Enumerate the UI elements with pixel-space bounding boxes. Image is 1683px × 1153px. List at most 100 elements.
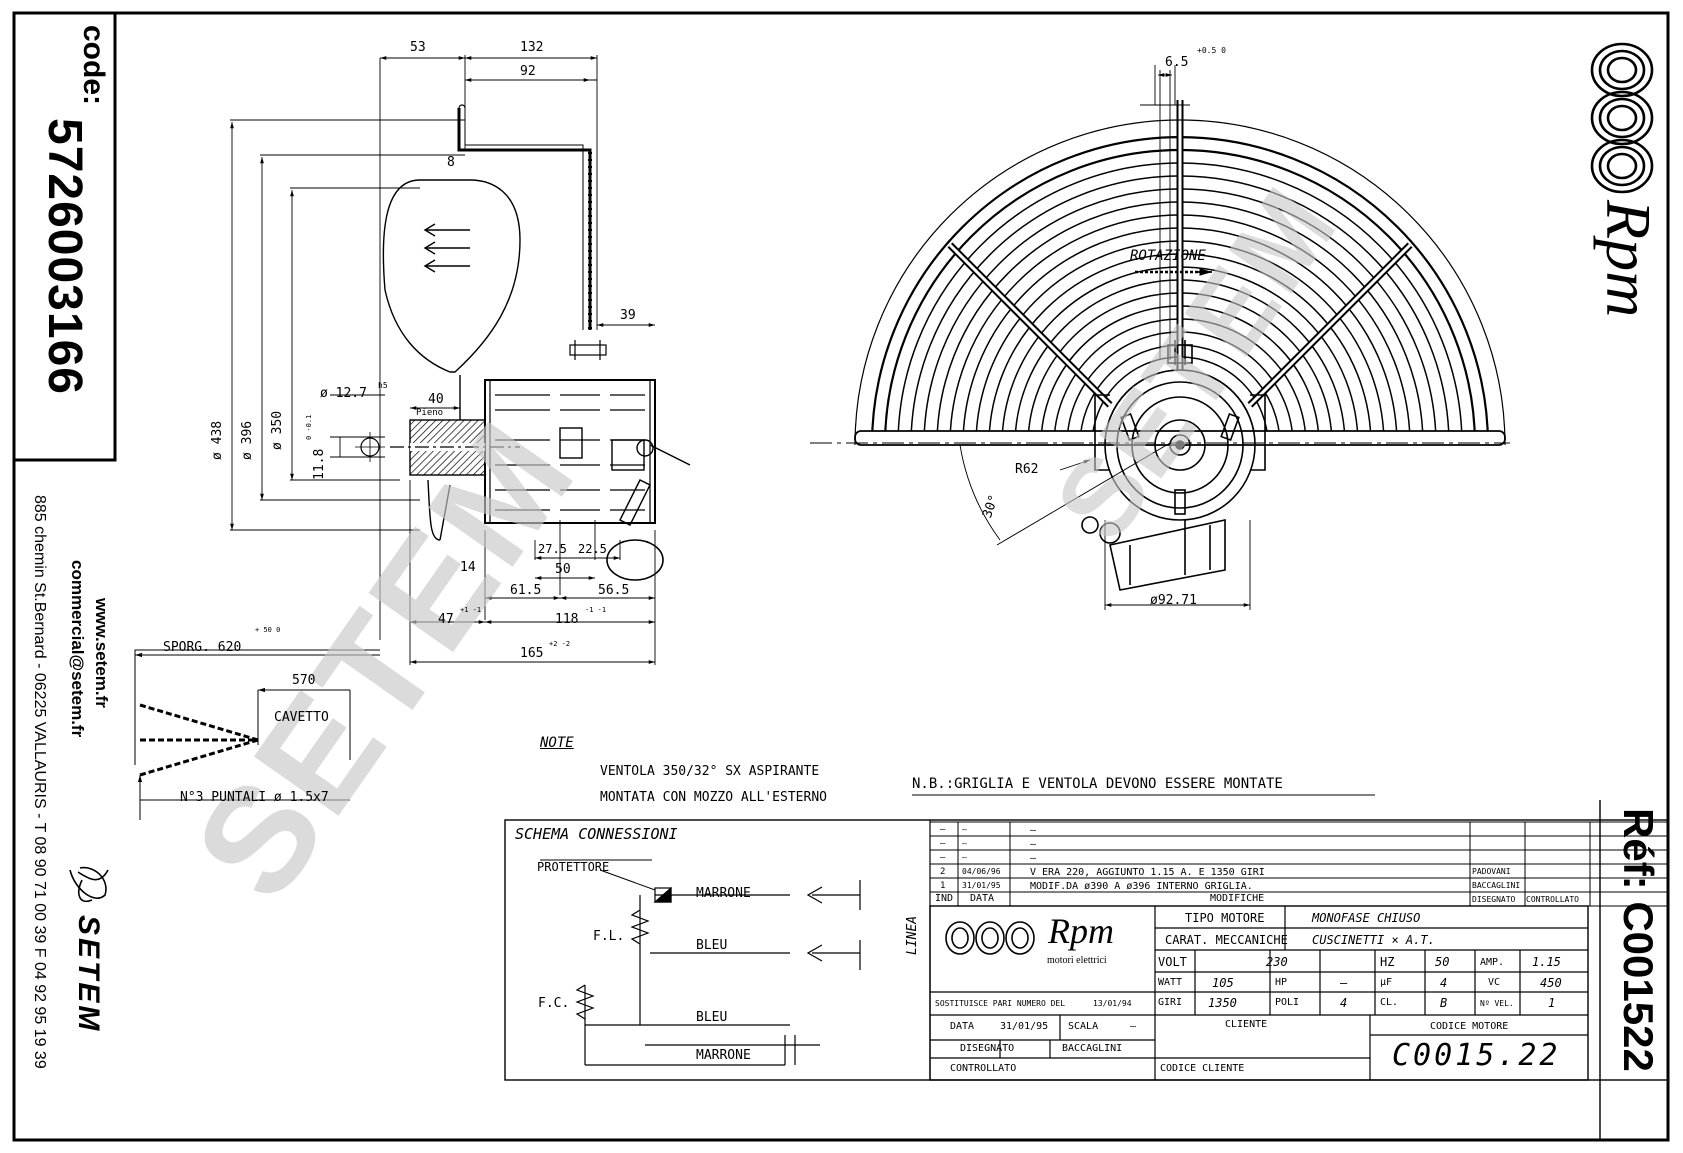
tb-carat-value: CUSCINETTI × A.T. <box>1312 933 1435 947</box>
titleblock-logo-subtitle: motori elettrici <box>1047 955 1107 966</box>
rev-header-controllato: CONTROLLATO <box>1526 895 1579 904</box>
rev-row-date: 31/01/95 <box>962 881 1001 890</box>
rev-header-ind: IND <box>935 893 954 904</box>
tb-nvel-label: Nº VEL. <box>1480 999 1514 1008</box>
setem-email: commercial@setem.fr <box>68 560 87 738</box>
schema-title: SCHEMA CONNESSIONI <box>515 825 678 843</box>
dim-22-5: 22.5 <box>578 542 607 556</box>
tb-sostituisce: SOSTITUISCE PARI NUMERO DEL <box>935 999 1066 1008</box>
cable-sporg: SPORG. 620 <box>163 640 242 655</box>
dim-shaft-diameter: ø 12.7 <box>320 386 367 401</box>
rev-row-ind: 1 <box>940 881 946 891</box>
tb-hp-value: – <box>1340 976 1348 990</box>
tb-volt-label: VOLT <box>1158 955 1187 969</box>
schema-linea: LINEA <box>905 915 920 955</box>
tb-hz-value: 50 <box>1435 955 1450 969</box>
tb-vc-label: VC <box>1488 977 1501 988</box>
cable-570: 570 <box>292 673 316 688</box>
dim-11-8: 11.8 <box>312 448 327 480</box>
tb-amp-value: 1.15 <box>1532 955 1561 969</box>
tb-uf-label: µF <box>1380 977 1393 988</box>
rev-row-date: – <box>962 825 967 834</box>
note-line-2: MONTATA CON MOZZO ALL'ESTERNO <box>600 790 827 805</box>
tb-disegnato-value: BACCAGLINI <box>1062 1043 1123 1054</box>
code-label: code: <box>77 25 110 106</box>
tb-vc-value: 450 <box>1540 976 1562 990</box>
tb-watt-label: WATT <box>1158 977 1183 988</box>
nb-note: N.B.:GRIGLIA E VENTOLA DEVONO ESSERE MON… <box>912 776 1283 792</box>
rev-row-date: – <box>962 853 967 862</box>
tb-hz-label: HZ <box>1380 955 1395 969</box>
tb-poli-value: 4 <box>1340 996 1348 1010</box>
tb-controllato-label: CONTROLLATO <box>950 1063 1017 1074</box>
dim-47-tolerance: +1 -1 <box>460 606 482 614</box>
tb-tipo-label: TIPO MOTORE <box>1185 911 1265 925</box>
dim-8: 8 <box>447 155 455 170</box>
schema-fl: F.L. <box>593 929 625 944</box>
dim-pieno: Pieno <box>416 408 444 418</box>
tb-motor-code: C0015.22 <box>1392 1038 1561 1073</box>
dim-11-8-tolerance: 0 -0.1 <box>305 414 313 440</box>
guard-spoke-inner <box>948 243 1112 407</box>
schema-bleu-2: BLEU <box>696 1010 728 1025</box>
dim-56-5: 56.5 <box>598 583 630 598</box>
rev-row-text: V ERA 220, AGGIUNTO 1.15 A. E 1350 GIRI <box>1030 867 1265 878</box>
dim-6-5: 6.5 <box>1165 55 1189 70</box>
tb-scala-label: SCALA <box>1068 1021 1099 1032</box>
tb-uf-value: 4 <box>1440 976 1448 990</box>
rev-row-text: – <box>1030 825 1037 836</box>
tb-data-value: 31/01/95 <box>1000 1021 1049 1032</box>
tb-scala-value: – <box>1130 1021 1137 1032</box>
tb-hp-label: HP <box>1275 977 1288 988</box>
cable-cavetto: CAVETTO <box>274 710 329 725</box>
tb-codice-cliente-label: CODICE CLIENTE <box>1160 1063 1245 1074</box>
dim-6-5-tolerance: +0.5 0 <box>1197 46 1226 55</box>
note-title: NOTE <box>540 735 574 751</box>
tb-cliente-label: CLIENTE <box>1225 1019 1268 1030</box>
setem-website: www.setem.fr <box>92 598 111 708</box>
cable-sporg-tolerance: + 50 0 <box>255 626 281 634</box>
titleblock-logo: Rpm <box>1048 911 1114 951</box>
tb-nvel-value: 1 <box>1548 996 1556 1010</box>
tb-sostituisce-date: 13/01/94 <box>1093 999 1132 1008</box>
tb-poli-label: POLI <box>1275 997 1300 1008</box>
dim-165-tolerance: +2 -2 <box>549 640 571 648</box>
radius-62: R62 <box>1015 462 1039 477</box>
rev-row-ind: – <box>940 853 946 863</box>
dim-92: 92 <box>520 64 536 79</box>
dim-40: 40 <box>428 392 444 407</box>
rev-row-drawn-by: PADOVANI <box>1472 867 1511 876</box>
setem-logo-text: SETEM <box>72 915 105 1034</box>
dim-165: 165 <box>520 646 544 661</box>
dim-27-5: 27.5 <box>538 542 567 556</box>
tb-cl-label: CL. <box>1380 997 1399 1008</box>
tb-codice-motore-label: CODICE MOTORE <box>1430 1021 1509 1032</box>
rev-header-date: DATA <box>970 893 995 904</box>
schema-fc: F.C. <box>538 996 570 1011</box>
dim-350: ø 350 <box>270 410 285 450</box>
tb-carat-label: CARAT. MECCANICHE <box>1165 933 1288 947</box>
dim-132: 132 <box>520 40 544 55</box>
rev-row-date: – <box>962 839 967 848</box>
dim-118-tolerance: -1 -1 <box>585 606 607 614</box>
rev-row-drawn-by: BACCAGLINI <box>1472 881 1521 890</box>
dim-53: 53 <box>410 40 426 55</box>
schema-protettore: PROTETTORE <box>537 860 610 874</box>
tb-volt-value: 230 <box>1266 955 1288 969</box>
rev-row-text: – <box>1030 839 1037 850</box>
rev-row-ind: – <box>940 825 946 835</box>
rev-row-ind: 2 <box>940 867 946 877</box>
dim-61-5: 61.5 <box>510 583 542 598</box>
schema-marrone-2: MARRONE <box>696 1048 751 1063</box>
rev-header-disegnato: DISEGNATO <box>1472 895 1516 904</box>
note-line-1: VENTOLA 350/32° SX ASPIRANTE <box>600 764 820 779</box>
tb-giri-label: GIRI <box>1158 997 1183 1008</box>
guard-outer-outline <box>854 119 1506 446</box>
rev-header-modifiche: MODIFICHE <box>1210 893 1265 904</box>
dim-47: 47 <box>438 612 454 627</box>
dim-39: 39 <box>620 308 636 323</box>
tb-amp-label: AMP. <box>1480 957 1505 968</box>
rpm-brand: Rpm <box>1593 200 1664 318</box>
